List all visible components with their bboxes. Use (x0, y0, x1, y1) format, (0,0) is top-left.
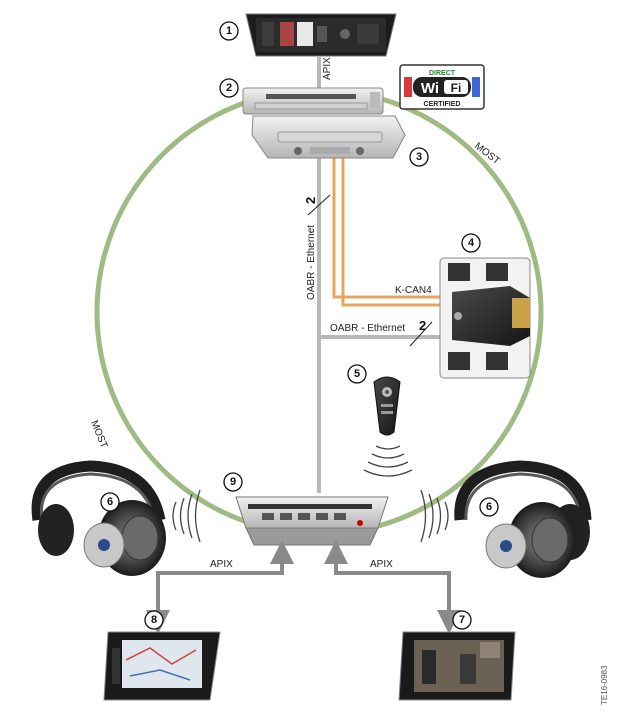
right-headphone-signal-waves (420, 489, 449, 543)
svg-text:2: 2 (226, 82, 232, 94)
callout-2: 2 (219, 78, 239, 98)
wifi-certified-text: CERTIFIED (424, 101, 461, 108)
wifi-module (439, 257, 531, 379)
wifi-direct-text: DIRECT (429, 70, 456, 77)
kcan-lines (332, 145, 460, 307)
wireless-headphones-left (31, 460, 166, 576)
svg-text:6: 6 (486, 501, 492, 513)
most-left-label: MOST (88, 419, 109, 450)
wifi-fi-text: Fi (451, 81, 462, 95)
apix-arrow-left (146, 540, 294, 634)
wifi-direct-logo: DIRECT Wi Fi CERTIFIED (399, 64, 485, 110)
head-unit (242, 87, 384, 115)
rear-display-left (103, 631, 221, 701)
left-headphone-signal-waves (172, 489, 201, 543)
rear-entertainment-unit (235, 496, 389, 546)
ethernet-vertical-tick (307, 194, 331, 216)
callout-6-right: 6 (479, 497, 499, 517)
central-display (245, 13, 397, 57)
svg-text:7: 7 (459, 614, 465, 626)
svg-text:1: 1 (226, 25, 232, 37)
remote-signal-waves (363, 445, 413, 477)
callout-4: 4 (461, 233, 481, 253)
callout-5: 5 (347, 364, 367, 384)
remote-control (373, 376, 401, 436)
ethernet-vertical-label: OABR - Ethernet (306, 225, 317, 300)
svg-text:9: 9 (230, 476, 236, 488)
svg-text:3: 3 (416, 151, 422, 163)
ethernet-horizontal-count: 2 (419, 318, 426, 333)
apix-arrow-right (324, 540, 461, 634)
svg-text:5: 5 (354, 368, 360, 380)
controller-panel (251, 115, 406, 159)
ethernet-vertical-count: 2 (303, 197, 318, 204)
wifi-wi-text: Wi (421, 80, 439, 97)
svg-text:8: 8 (151, 614, 157, 626)
apix-left-label: APIX (210, 559, 233, 570)
kcan-label: K-CAN4 (395, 285, 432, 296)
apix-right-label: APIX (370, 559, 393, 570)
rear-display-right (398, 631, 516, 701)
callout-1: 1 (219, 21, 239, 41)
ethernet-horizontal-tick (409, 321, 433, 347)
callout-7: 7 (452, 610, 472, 630)
callout-6-left: 6 (100, 492, 120, 512)
callout-8: 8 (144, 610, 164, 630)
ethernet-horizontal-label: OABR - Ethernet (330, 323, 405, 334)
wireless-headphones-right (454, 460, 592, 578)
figure-id: TE16-0983 (600, 665, 609, 705)
svg-text:4: 4 (468, 237, 475, 249)
callout-9: 9 (223, 472, 243, 492)
callout-3: 3 (409, 147, 429, 167)
svg-text:6: 6 (107, 496, 113, 508)
apix-top-label: APIX (322, 57, 333, 80)
callout-badges: 1 2 3 4 5 6 6 7 (100, 21, 499, 630)
